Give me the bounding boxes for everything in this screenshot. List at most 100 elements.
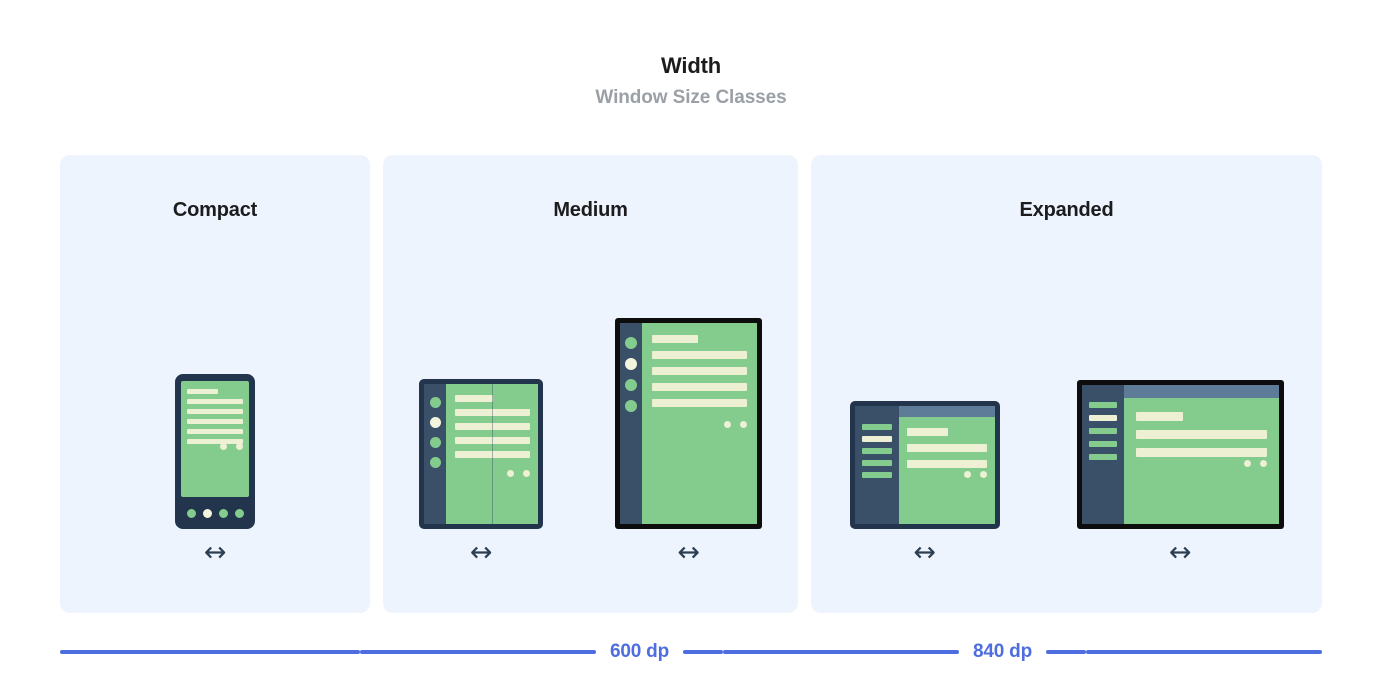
page-subtitle: Window Size Classes xyxy=(595,87,787,108)
width-arrow-icon: ↔ xyxy=(1168,537,1192,568)
scale-line-segment xyxy=(1086,650,1322,654)
tablet-top-bar xyxy=(1123,385,1279,398)
content-bar xyxy=(187,399,243,404)
content-bar xyxy=(906,444,987,452)
sidebar-item-bar xyxy=(861,424,892,430)
tablet-landscape-content xyxy=(1124,398,1279,524)
corner-dots xyxy=(507,470,530,477)
content-bar xyxy=(652,383,747,391)
page-header: Width Window Size Classes xyxy=(0,52,1382,110)
sidebar-item-bar-active xyxy=(1088,415,1117,421)
rail-dot-icon-active xyxy=(625,358,637,370)
content-bar xyxy=(1135,430,1267,439)
dot-icon xyxy=(740,421,747,428)
scale-line-segment xyxy=(723,650,959,654)
device-laptop xyxy=(849,401,1000,529)
panel-title-expanded: Expanded xyxy=(1019,199,1114,221)
content-bar xyxy=(187,439,243,444)
device-tablet-landscape xyxy=(1076,380,1284,529)
sidebar-item-bar xyxy=(861,472,892,478)
sidebar-item-bar xyxy=(1088,428,1117,434)
content-bar xyxy=(455,409,530,416)
corner-dots xyxy=(1243,460,1267,467)
scale-line-segment xyxy=(1046,650,1086,654)
dot-icon xyxy=(220,443,227,450)
content-bar xyxy=(652,351,747,359)
corner-dots xyxy=(963,471,987,478)
content-bar xyxy=(906,428,949,436)
dot-icon xyxy=(1259,460,1267,467)
content-bar xyxy=(187,429,243,434)
sidebar-item-bar xyxy=(1088,454,1117,460)
phone-navigation-bar xyxy=(181,503,249,523)
device-slot-foldable: ↔ xyxy=(419,379,543,568)
laptop-top-bar xyxy=(898,406,995,417)
corner-dots xyxy=(220,443,243,450)
content-bar xyxy=(455,423,530,430)
width-arrow-icon: ↔ xyxy=(677,537,700,568)
width-arrow-icon: ↔ xyxy=(203,537,227,568)
foldable-screen xyxy=(446,384,538,524)
nav-dot-icon xyxy=(186,508,196,518)
size-class-panels: Compact xyxy=(60,155,1322,613)
panel-compact: Compact xyxy=(60,155,370,613)
content-bar xyxy=(455,451,530,458)
tablet-portrait-screen xyxy=(642,323,757,524)
content-bar xyxy=(187,389,218,394)
content-bar xyxy=(1135,448,1267,457)
nav-dot-icon xyxy=(234,508,244,518)
content-bar xyxy=(652,335,698,343)
dot-icon xyxy=(1243,460,1251,467)
content-bar xyxy=(455,437,530,444)
sidebar-item-bar xyxy=(861,460,892,466)
phone-screen xyxy=(181,381,249,497)
sidebar-item-bar xyxy=(1088,402,1117,408)
device-foldable xyxy=(419,379,543,529)
breakpoint-label-600: 600 dp xyxy=(610,641,669,662)
content-bar xyxy=(1135,412,1183,421)
scale-line-segment xyxy=(360,650,596,654)
rail-dot-icon xyxy=(625,400,637,412)
panel-expanded: Expanded xyxy=(811,155,1322,613)
tablet-landscape-sidebar xyxy=(1081,385,1124,524)
laptop-content xyxy=(899,417,995,524)
dot-icon xyxy=(963,471,971,478)
corner-dots xyxy=(724,421,747,428)
tablet-landscape-main-area xyxy=(1123,385,1279,524)
page-title: Width xyxy=(661,53,721,78)
device-row-medium: ↔ xyxy=(383,265,798,568)
laptop-main-area xyxy=(898,406,995,524)
content-bar xyxy=(455,395,493,402)
fold-crease-line xyxy=(492,384,493,524)
dot-icon xyxy=(507,470,514,477)
width-arrow-icon: ↔ xyxy=(469,537,493,568)
breakpoint-label-840: 840 dp xyxy=(973,641,1032,662)
rail-dot-icon xyxy=(625,379,637,391)
rail-dot-icon xyxy=(429,437,441,448)
foldable-nav-rail xyxy=(424,384,446,524)
rail-dot-icon-active xyxy=(429,417,441,428)
rail-dot-icon xyxy=(625,337,637,349)
dot-icon xyxy=(236,443,243,450)
panel-title-medium: Medium xyxy=(553,199,628,221)
nav-dot-icon xyxy=(218,508,228,518)
sidebar-item-bar xyxy=(1088,441,1117,447)
content-bar xyxy=(187,409,243,414)
panel-title-compact: Compact xyxy=(172,199,258,221)
content-bar xyxy=(652,367,747,375)
device-slot-laptop: ↔ xyxy=(849,401,1000,566)
rail-dot-icon xyxy=(429,457,441,468)
tablet-nav-rail xyxy=(620,323,642,524)
dot-icon xyxy=(523,470,530,477)
device-slot-tablet-landscape: ↔ xyxy=(1076,380,1284,568)
dot-icon xyxy=(724,421,731,428)
device-slot-phone: ↔ xyxy=(175,374,255,568)
laptop-sidebar xyxy=(854,406,899,524)
device-phone xyxy=(175,374,255,529)
scale-line-segment xyxy=(683,650,723,654)
scale-line-segment xyxy=(60,650,360,654)
device-tablet-portrait xyxy=(615,318,762,529)
dot-icon xyxy=(979,471,987,478)
content-bar xyxy=(652,399,747,407)
breakpoint-scale: 600 dp 840 dp xyxy=(60,640,1322,664)
